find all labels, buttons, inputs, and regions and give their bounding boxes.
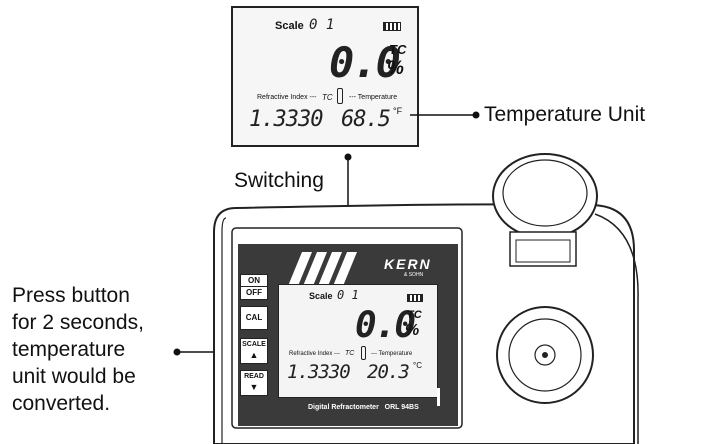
device-thermometer-icon: [361, 346, 366, 360]
top-temp-unit: °F: [393, 106, 403, 116]
top-lcd-panel: Scale 0 1 0.0 TC % Refractive Index --- …: [231, 6, 419, 147]
body-right-curve: [594, 213, 639, 444]
on-off-button[interactable]: ON OFF: [240, 274, 268, 300]
top-temp-value: 68.5: [341, 107, 391, 132]
device-unit-tc: TC: [407, 309, 422, 321]
device-unit-percent: %: [405, 322, 420, 339]
press-line-4: unit would be: [12, 365, 136, 388]
press-line-2: for 2 seconds,: [12, 311, 144, 334]
switching-leader-dot: [344, 153, 352, 161]
sample-well-prism: [534, 344, 556, 366]
read-label: READ: [244, 373, 264, 380]
device-lcd-panel: Scale 0 1 0.0 TC % Refractive Index --- …: [278, 284, 438, 398]
press-line-3: temperature: [12, 338, 126, 361]
top-unit-tc: TC: [389, 42, 407, 57]
device-main-value: 0.0: [355, 305, 416, 346]
brand-sub: & SOHN: [404, 272, 424, 278]
device-model-label: Digital Refractometer ORL 94BS: [308, 404, 419, 411]
lid-hinge: [509, 231, 577, 267]
top-scale-value: 0 1: [309, 17, 335, 33]
sample-well-middle: [508, 318, 582, 392]
press-line-1: Press button: [12, 284, 130, 307]
device-temp-unit: °C: [413, 361, 422, 370]
device-ri-value: 1.3330: [287, 361, 351, 383]
scale-up-button[interactable]: SCALE ▲: [240, 338, 268, 364]
on-label: ON: [241, 275, 267, 287]
top-ri-value: 1.3330: [249, 107, 323, 132]
top-battery-icon: [383, 22, 401, 31]
press-instructions: Press button for 2 seconds, temperature …: [12, 282, 144, 417]
scale-label: SCALE: [242, 341, 266, 348]
read-down-button[interactable]: READ ▼: [240, 370, 268, 396]
decor-stripes: [288, 252, 357, 286]
press-line-5: converted.: [12, 392, 111, 415]
top-ri-label: Refractive Index ---: [257, 94, 317, 101]
device-ri-label: Refractive Index ---: [289, 351, 341, 357]
body-inner-outline: [221, 217, 227, 444]
top-thermometer-icon: [337, 88, 343, 104]
device-temp-label: --- Temperature: [371, 351, 413, 357]
device-battery-icon: [407, 294, 423, 302]
brand-logo: KERN: [384, 256, 432, 272]
lid-hinge-inner: [515, 239, 571, 263]
device-scale-value: 0 1: [337, 288, 359, 302]
cal-button[interactable]: CAL: [240, 306, 268, 330]
device-sensor-icon: [437, 388, 440, 406]
up-arrow-icon: ▲: [249, 350, 259, 360]
device-temp-value: 20.3: [367, 361, 410, 383]
down-arrow-icon: ▼: [249, 382, 259, 392]
switching-label: Switching: [234, 169, 324, 192]
device-scale-label: Scale: [309, 291, 333, 301]
temperature-unit-label: Temperature Unit: [484, 103, 646, 126]
press-leader-dot: [173, 348, 181, 356]
top-ri-tc: TC: [322, 93, 333, 102]
off-label: OFF: [246, 288, 262, 297]
device-ri-tc: TC: [345, 350, 355, 357]
lid-cap-inner: [502, 159, 588, 227]
sample-well-center: [542, 352, 548, 358]
top-unit-percent: %: [387, 58, 404, 79]
top-temp-label: --- Temperature: [349, 94, 398, 101]
top-main-value: 0.0: [329, 38, 401, 87]
top-scale-label: Scale: [275, 20, 304, 32]
temp-unit-leader-dot: [472, 111, 480, 119]
